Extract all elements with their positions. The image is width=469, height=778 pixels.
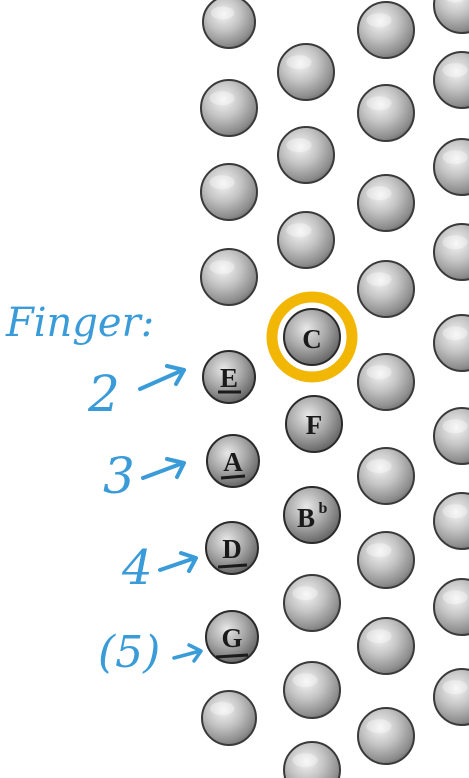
button-highlight <box>209 175 235 190</box>
accordion-button[interactable] <box>202 0 256 49</box>
accordion-button[interactable] <box>200 163 258 221</box>
note-button-g[interactable]: G <box>205 610 259 664</box>
accordion-button[interactable] <box>433 578 469 636</box>
note-underline-a <box>220 474 246 480</box>
button-highlight <box>292 753 318 768</box>
accordion-button[interactable] <box>277 126 335 184</box>
button-highlight <box>366 272 392 287</box>
button-highlight <box>366 543 392 558</box>
note-label-f: F <box>306 410 323 440</box>
button-highlight <box>210 701 235 716</box>
arrow-icon <box>172 643 203 663</box>
note-button-d[interactable]: D <box>205 521 259 575</box>
button-highlight <box>209 260 235 275</box>
button-highlight <box>366 13 392 28</box>
accordion-button[interactable] <box>201 690 257 746</box>
accordion-button[interactable] <box>433 0 469 34</box>
accordion-button[interactable] <box>200 248 258 306</box>
accordion-button[interactable] <box>283 741 341 778</box>
note-button-bflat[interactable]: B b <box>283 486 341 544</box>
button-highlight <box>209 91 235 106</box>
note-button-a[interactable]: A <box>206 434 260 488</box>
finger-number-5: (5) <box>98 627 160 678</box>
note-label-c: C <box>302 324 322 354</box>
button-highlight <box>292 673 318 688</box>
accordion-button[interactable] <box>433 51 469 109</box>
note-button-e[interactable]: E <box>202 350 256 404</box>
accordion-button[interactable] <box>283 574 341 632</box>
accordion-button[interactable] <box>433 668 469 726</box>
accordion-button[interactable] <box>357 531 415 589</box>
arrow-icon <box>158 551 198 573</box>
accordion-button[interactable] <box>283 661 341 719</box>
arrow-icon <box>141 457 186 480</box>
note-label-g: G <box>221 623 242 653</box>
finger-heading: Finger: <box>5 300 154 346</box>
accordion-button[interactable] <box>357 353 415 411</box>
note-button-c[interactable]: C <box>283 308 341 366</box>
note-label-a: A <box>223 447 243 477</box>
button-highlight <box>286 223 312 238</box>
button-highlight <box>366 459 392 474</box>
accordion-button[interactable] <box>433 223 469 281</box>
accordion-button[interactable] <box>433 314 469 372</box>
finger-row-4: 4 <box>121 540 198 596</box>
highlight-ring <box>266 291 358 383</box>
note-label-e: E <box>220 363 238 393</box>
accordion-button[interactable] <box>357 260 415 318</box>
button-highlight <box>366 629 392 644</box>
button-highlight <box>442 419 468 434</box>
button-highlight <box>445 0 465 3</box>
button-highlight <box>366 186 392 201</box>
accordion-button[interactable] <box>357 617 415 675</box>
accordion-button[interactable] <box>433 407 469 465</box>
accordion-button[interactable] <box>357 84 415 142</box>
button-highlight <box>442 504 468 519</box>
finger-row-3: 3 <box>103 447 186 505</box>
button-highlight <box>442 235 468 250</box>
accordion-button[interactable] <box>433 138 469 196</box>
accordion-button[interactable] <box>277 43 335 101</box>
note-label-b: B <box>297 503 315 533</box>
note-underline-d <box>217 563 248 569</box>
accordion-button[interactable] <box>200 79 258 137</box>
button-highlight <box>366 96 392 111</box>
finger-number-2: 2 <box>87 365 120 423</box>
button-highlight <box>366 719 392 734</box>
button-highlight <box>442 326 468 341</box>
accordion-button[interactable] <box>357 707 415 765</box>
button-highlight <box>366 365 392 380</box>
finger-number-4: 4 <box>121 540 153 596</box>
finger-row-5: (5) <box>98 627 203 678</box>
finger-row-2: 2 <box>87 364 186 423</box>
button-highlight <box>442 590 468 605</box>
accordion-button[interactable] <box>357 174 415 232</box>
arrow-icon <box>138 364 186 391</box>
note-label-d: D <box>222 534 242 564</box>
button-highlight <box>286 55 312 70</box>
button-highlight <box>210 6 235 20</box>
button-highlight <box>442 680 468 695</box>
accordion-button[interactable] <box>277 211 335 269</box>
finger-number-3: 3 <box>103 447 135 505</box>
accordion-button[interactable] <box>357 447 415 505</box>
button-highlight <box>292 586 318 601</box>
note-underline-g <box>215 653 249 659</box>
button-highlight <box>286 138 312 153</box>
accordion-button[interactable] <box>433 492 469 550</box>
flat-symbol: b <box>319 500 328 517</box>
plain-buttons <box>200 0 469 778</box>
accordion-button[interactable] <box>357 1 415 59</box>
button-highlight <box>442 150 468 165</box>
note-button-f[interactable]: F <box>285 395 343 453</box>
button-highlight <box>442 63 468 78</box>
